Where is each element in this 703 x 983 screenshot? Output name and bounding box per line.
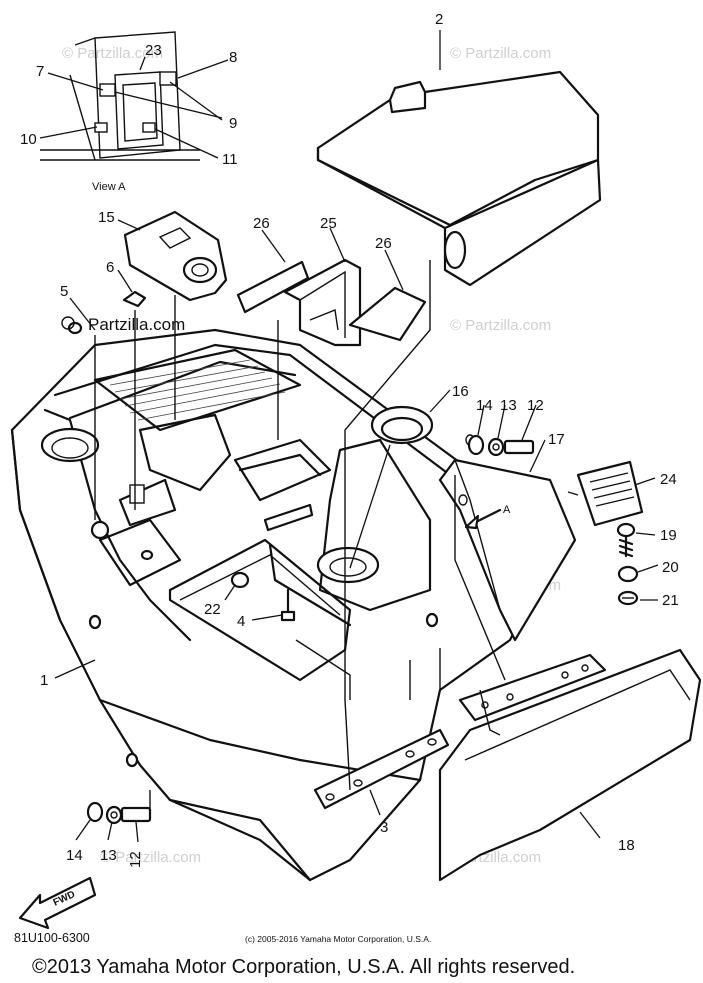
callout-labels: 1 2 3 4 5 6 7 8 9 10 11 12 13 14 12 13 1… xyxy=(20,11,679,868)
callout-26a: 26 xyxy=(253,215,270,232)
callout-10: 10 xyxy=(20,131,37,148)
fwd-arrow: FWD xyxy=(18,876,97,930)
view-a-inset xyxy=(39,31,229,161)
part-17-panel xyxy=(438,434,577,642)
callout-18: 18 xyxy=(618,837,635,854)
callout-13b: 13 xyxy=(100,847,117,864)
hatch-panel xyxy=(109,359,286,421)
callout-16: 16 xyxy=(452,383,469,400)
callout-11: 11 xyxy=(222,151,238,168)
part-2-lid xyxy=(316,30,602,287)
callout-15: 15 xyxy=(98,209,115,226)
callout-26b: 26 xyxy=(375,235,392,252)
callout-22: 22 xyxy=(204,601,221,618)
guide-line-1 xyxy=(344,260,431,791)
view-marker: A xyxy=(503,504,511,516)
callout-4: 4 xyxy=(237,613,245,630)
part-24-label xyxy=(567,460,656,527)
callout-23: 23 xyxy=(145,42,162,59)
view-a-label: View A xyxy=(92,181,126,193)
watermark-3: © Partzilla.com xyxy=(450,317,551,334)
callout-17: 17 xyxy=(548,431,565,448)
part-5-screw xyxy=(67,321,83,335)
plate-right xyxy=(458,653,607,736)
callout-2: 2 xyxy=(435,11,443,28)
part-18-panel xyxy=(438,648,702,882)
watermark-5: © Partzilla.com xyxy=(100,849,201,866)
watermark-bold: Partzilla.com xyxy=(88,315,185,334)
part-25-bracket xyxy=(283,227,362,347)
callout-14a: 14 xyxy=(476,397,493,414)
callout-3: 3 xyxy=(380,819,388,836)
callout-13a: 13 xyxy=(500,397,517,414)
part-4-bolt xyxy=(251,588,351,700)
callout-21: 21 xyxy=(662,592,679,609)
guide-line-2 xyxy=(454,475,506,681)
part-15-cup xyxy=(117,210,228,302)
part-6-clip xyxy=(122,290,147,308)
callout-24: 24 xyxy=(660,471,677,488)
callout-7: 7 xyxy=(36,63,44,80)
callout-14b: 14 xyxy=(66,847,83,864)
hardware-lower xyxy=(75,790,152,843)
hardware-upper xyxy=(467,404,537,457)
part-16-grommet xyxy=(349,389,451,569)
part-code: 81U100-6300 xyxy=(14,931,90,945)
leader-5 xyxy=(69,297,96,331)
part-26-right xyxy=(348,249,427,342)
callout-20: 20 xyxy=(662,559,679,576)
callout-12b: 12 xyxy=(127,851,144,868)
watermark-1: © Partzilla.com xyxy=(62,45,163,62)
hardware-right xyxy=(616,522,659,606)
guide-line-3 xyxy=(409,648,441,700)
callout-19: 19 xyxy=(660,527,677,544)
callout-12a: 12 xyxy=(527,397,544,414)
small-copyright: (c) 2005-2016 Yamaha Motor Corporation, … xyxy=(245,934,431,944)
copyright: ©2013 Yamaha Motor Corporation, U.S.A. A… xyxy=(32,956,575,978)
callout-25: 25 xyxy=(320,215,337,232)
part-22-cap xyxy=(224,571,250,601)
callout-1: 1 xyxy=(40,672,48,689)
callout-5: 5 xyxy=(60,283,68,300)
watermark-bold-icon xyxy=(61,316,75,330)
part-3-bracket xyxy=(313,728,450,816)
callout-8: 8 xyxy=(229,49,237,66)
watermark-2: © Partzilla.com xyxy=(450,45,551,62)
callout-9: 9 xyxy=(229,115,237,132)
part-26-left xyxy=(236,229,310,314)
callout-6: 6 xyxy=(106,259,114,276)
leader-6 xyxy=(117,269,133,293)
